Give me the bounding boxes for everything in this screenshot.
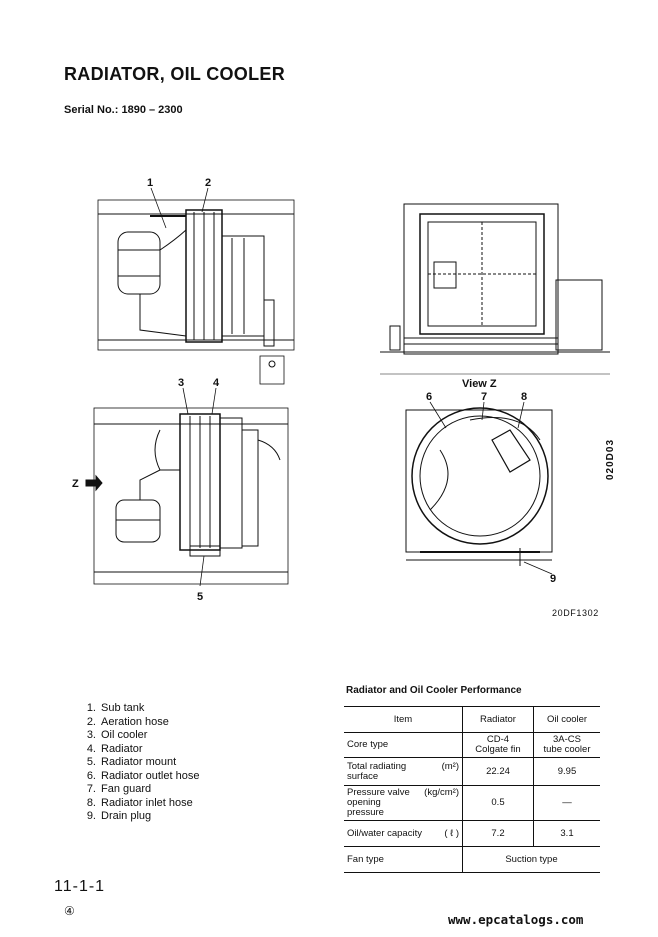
revision-mark: ④	[64, 904, 75, 918]
callout-1: 1	[147, 177, 153, 189]
drawing-front-view-top	[380, 203, 610, 375]
drawing-side-view-top	[97, 199, 295, 385]
view-z-label: View Z	[462, 378, 497, 390]
drawing-side-view-bottom	[85, 407, 289, 585]
legend-item: 8.Radiator inlet hose	[86, 796, 193, 809]
technical-drawing: 1 2 3 4 5 6 7 8 9 View Z Z	[72, 177, 610, 603]
page-title: RADIATOR, OIL COOLER	[64, 64, 286, 84]
callout-6: 6	[426, 391, 432, 403]
callout-9: 9	[550, 573, 556, 585]
callout-8: 8	[521, 391, 527, 403]
legend-item: 2.Aeration hose	[86, 715, 169, 728]
page-number: 11-1-1	[54, 878, 106, 895]
parts-legend: 1.Sub tank 2.Aeration hose 3.Oil cooler …	[76, 702, 200, 824]
performance-table: Item Radiator Oil cooler Core type CD-4 …	[344, 706, 600, 873]
header-oil-cooler: Oil cooler	[533, 706, 600, 733]
header-radiator: Radiator	[462, 706, 534, 733]
drawing-code: 20DF1302	[552, 608, 599, 618]
legend-item: 1.Sub tank	[86, 702, 145, 714]
performance-title: Radiator and Oil Cooler Performance	[346, 685, 522, 696]
side-code: 020D03	[605, 438, 616, 480]
legend-item: 5.Radiator mount	[86, 756, 177, 768]
legend-item: 3.Oil cooler	[86, 729, 148, 741]
legend-item: 7.Fan guard	[86, 783, 152, 795]
table-row: ( ℓ )Oil/water capacity 7.2 3.1	[344, 820, 600, 847]
z-arrow-label: Z	[72, 478, 79, 490]
table-row: Fan type Suction type	[344, 846, 600, 873]
legend-item: 9.Drain plug	[86, 810, 152, 822]
callout-3: 3	[178, 377, 184, 389]
watermark-link[interactable]: www.epcatalogs.com	[448, 912, 584, 927]
header-item: Item	[344, 706, 463, 733]
legend-item: 6.Radiator outlet hose	[86, 769, 200, 782]
callout-2: 2	[205, 177, 211, 189]
callout-4: 4	[213, 377, 220, 389]
table-row: Core type CD-4 Colgate fin 3A-CS tube co…	[344, 732, 600, 758]
drawing-fan-guard-view	[405, 407, 553, 566]
table-row: (kg/cm²)Pressure valve opening pressure …	[344, 785, 600, 821]
serial-number: Serial No.: 1890 – 2300	[64, 104, 183, 116]
legend-item: 4.Radiator	[86, 742, 143, 755]
callout-7: 7	[481, 391, 487, 403]
table-row: (m²)Total radiating surface 22.24 9.95	[344, 757, 600, 786]
callout-5: 5	[197, 591, 203, 603]
